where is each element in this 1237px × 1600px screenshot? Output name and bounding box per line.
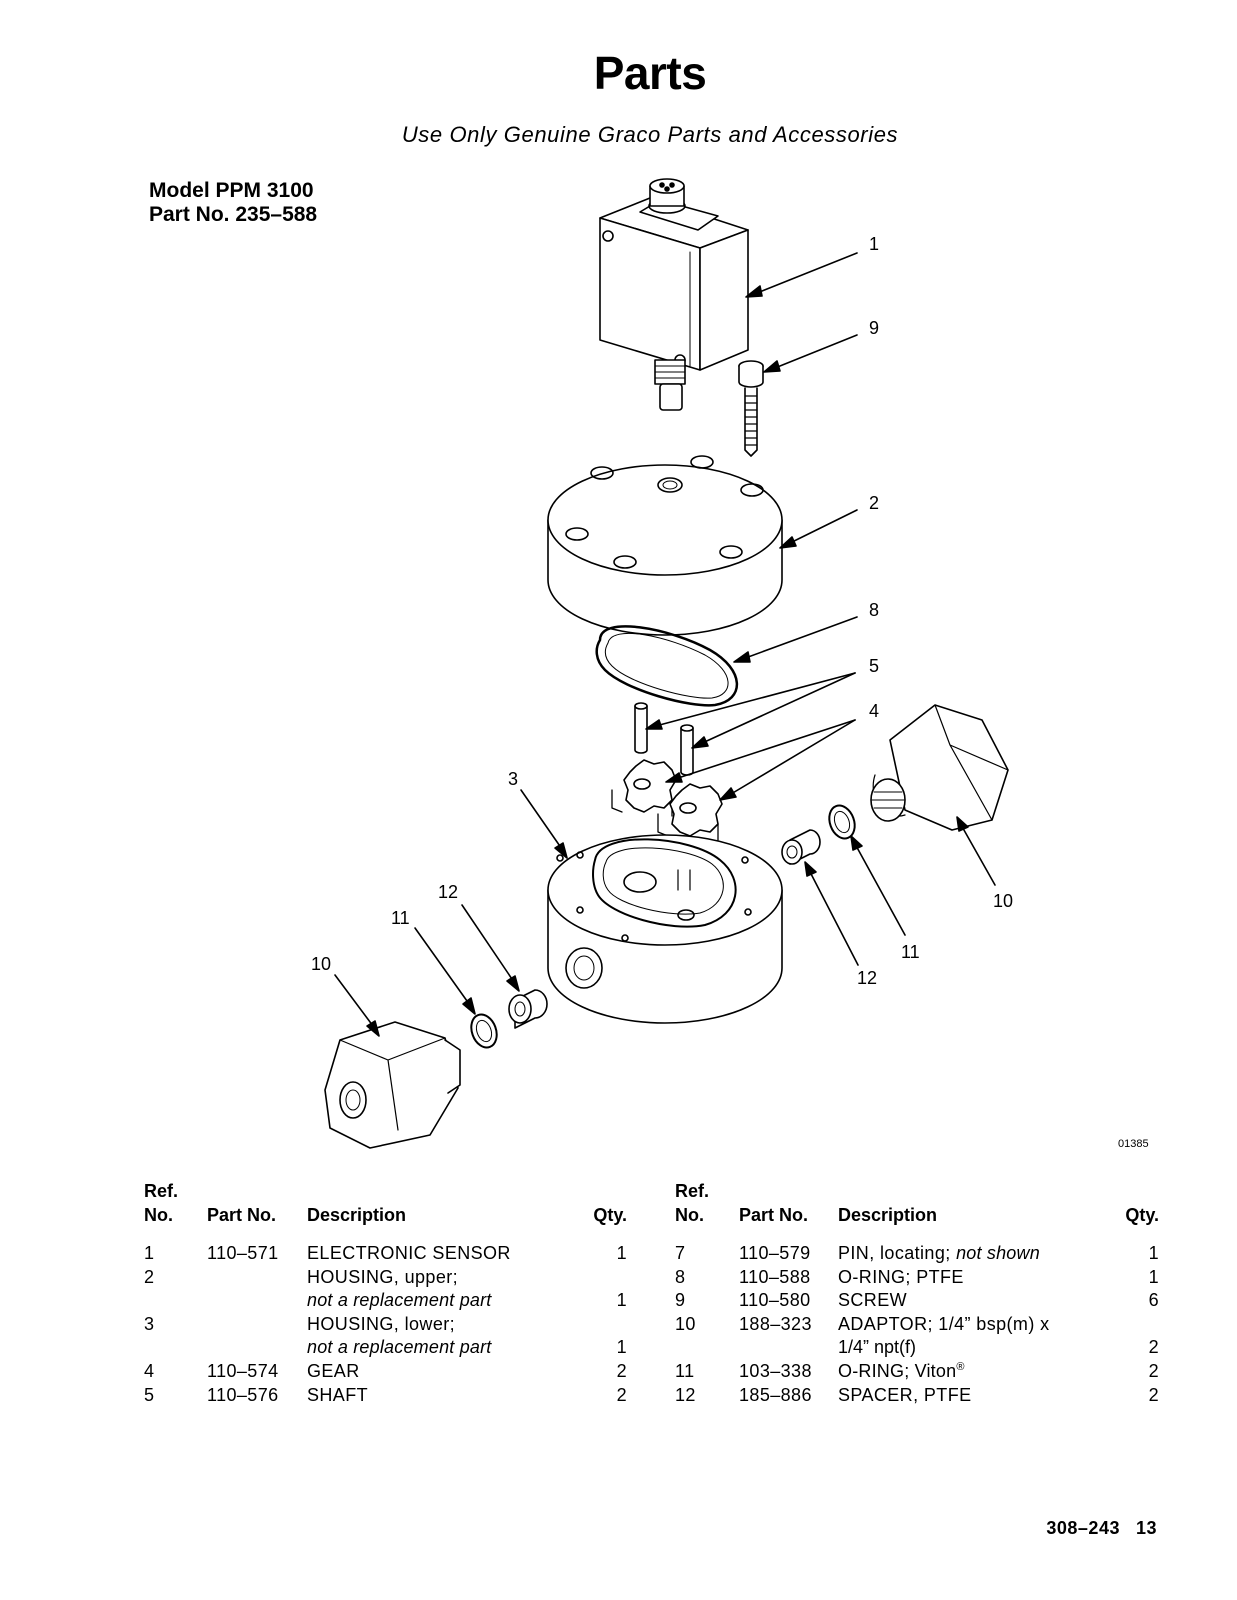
table-cell-qty: 2: [616, 1361, 627, 1381]
table-cell-ref: 12: [675, 1385, 696, 1405]
header-description-right: Description: [838, 1205, 938, 1225]
table-cell-desc: ADAPTOR; 1/4” bsp(m) x: [838, 1314, 1050, 1334]
callout-5: 5: [869, 656, 879, 676]
o-ring-illustration-left: [470, 1013, 498, 1049]
table-cell-qty: 2: [1148, 1361, 1159, 1381]
table-cell-ref: 7: [675, 1243, 686, 1263]
table-cell-desc: SHAFT: [307, 1385, 369, 1405]
callout-8: 8: [869, 600, 879, 620]
table-cell-ref: 10: [675, 1314, 696, 1334]
table-cell-desc: HOUSING, lower;: [307, 1314, 456, 1334]
table-cell-desc: PIN, locating; not shown: [838, 1243, 1040, 1264]
table-cell-qty: 1: [616, 1290, 627, 1310]
table-cell-part: 110–574: [207, 1361, 279, 1381]
table-cell-part: 110–576: [207, 1385, 279, 1405]
shaft-illustration: [634, 702, 694, 776]
table-cell-desc-text: PIN, locating;: [838, 1243, 957, 1263]
table-cell-ref: 2: [144, 1267, 155, 1287]
table-cell-ref: 11: [675, 1361, 695, 1381]
table-cell-desc-note: not shown: [956, 1243, 1040, 1263]
table-cell-desc-note: not a replacement part: [307, 1337, 492, 1357]
electronic-sensor-illustration: [599, 178, 749, 411]
table-cell-desc: SPACER, PTFE: [838, 1385, 972, 1405]
registered-mark: ®: [956, 1361, 965, 1373]
header-part-no-right: Part No.: [739, 1205, 809, 1225]
header-ref: Ref.: [144, 1181, 179, 1201]
table-cell-desc-note: not a replacement part: [307, 1290, 492, 1310]
lower-housing-illustration: [547, 834, 783, 1024]
callout-12-right: 12: [857, 968, 877, 988]
model-line: Model PPM 3100: [149, 179, 314, 202]
page-footer: 308–243 13: [1046, 1518, 1157, 1539]
table-cell-part: 188–323: [739, 1314, 812, 1334]
exploded-parts-diagram: 1 9 2 8 5 4 3 12 11 10 10 11 12 01385: [311, 178, 1149, 1150]
adaptor-illustration-left: [324, 1021, 461, 1149]
gear-illustration: [611, 759, 723, 841]
o-ring-illustration: [595, 625, 739, 707]
leader-lines: [334, 252, 996, 1037]
table-cell-part: 110–579: [739, 1243, 811, 1263]
table-cell-desc: SCREW: [838, 1290, 907, 1310]
model-block: Model PPM 3100 Part No. 235–588: [149, 179, 317, 227]
table-cell-desc-text: O-RING; Viton: [838, 1361, 957, 1381]
table-cell-qty: 2: [1148, 1337, 1159, 1357]
table-cell-desc: O-RING; Viton®: [838, 1361, 965, 1382]
page-title: Parts: [593, 47, 707, 99]
table-cell-part: 103–338: [739, 1361, 812, 1381]
callout-11-right: 11: [901, 942, 920, 962]
table-cell-part: 110–580: [739, 1290, 811, 1310]
page-subtitle: Use Only Genuine Graco Parts and Accesso…: [401, 122, 899, 147]
callout-9: 9: [869, 318, 879, 338]
callout-12-left: 12: [438, 882, 458, 902]
table-cell-qty: 1: [1148, 1243, 1159, 1263]
spacer-illustration-right: [781, 829, 821, 865]
table-cell-desc: ELECTRONIC SENSOR: [307, 1243, 511, 1263]
table-cell-ref: 1: [144, 1243, 155, 1263]
table-cell-qty: 1: [616, 1337, 627, 1357]
header-part-no: Part No.: [207, 1205, 277, 1225]
callout-4: 4: [869, 701, 879, 721]
table-cell-ref: 4: [144, 1361, 155, 1381]
table-cell-qty: 2: [1148, 1385, 1159, 1405]
table-cell-ref: 3: [144, 1314, 155, 1334]
table-cell-qty: 1: [1148, 1267, 1159, 1287]
table-cell-desc: HOUSING, upper;: [307, 1267, 459, 1287]
table-cell-part: 185–886: [739, 1385, 812, 1405]
table-cell-ref: 5: [144, 1385, 155, 1405]
header-no-right: No.: [675, 1205, 704, 1225]
header-ref-right: Ref.: [675, 1181, 710, 1201]
table-cell-desc-line2: 1/4” npt(f): [838, 1337, 917, 1357]
header-description: Description: [307, 1205, 407, 1225]
table-cell-part: 110–588: [739, 1267, 811, 1287]
callout-10-right: 10: [993, 891, 1013, 911]
screw-illustration: [738, 360, 764, 457]
page-number: 13: [1135, 1518, 1157, 1538]
figure-number: 01385: [1118, 1138, 1149, 1150]
table-cell-desc: O-RING; PTFE: [838, 1267, 964, 1287]
callout-2: 2: [869, 493, 879, 513]
table-cell-qty: 2: [616, 1385, 627, 1405]
document-number: 308–243: [1046, 1518, 1120, 1538]
callout-1: 1: [869, 234, 879, 254]
adaptor-illustration-right: [870, 704, 1009, 831]
table-cell-part: 110–571: [207, 1243, 279, 1263]
upper-housing-illustration: [547, 455, 783, 636]
callout-3: 3: [508, 769, 518, 789]
spacer-illustration-left: [508, 989, 548, 1029]
table-cell-qty: 1: [616, 1243, 627, 1263]
header-qty: Qty.: [593, 1205, 627, 1225]
table-cell-desc: GEAR: [307, 1361, 360, 1381]
callout-10-left: 10: [311, 954, 331, 974]
table-cell-qty: 6: [1148, 1290, 1159, 1310]
table-cell-ref: 9: [675, 1290, 686, 1310]
callout-11-left: 11: [391, 908, 410, 928]
table-cell-ref: 8: [675, 1267, 686, 1287]
header-qty-right: Qty.: [1125, 1205, 1159, 1225]
part-number-line: Part No. 235–588: [149, 203, 318, 226]
header-no: No.: [144, 1205, 173, 1225]
o-ring-illustration-right: [828, 804, 856, 840]
